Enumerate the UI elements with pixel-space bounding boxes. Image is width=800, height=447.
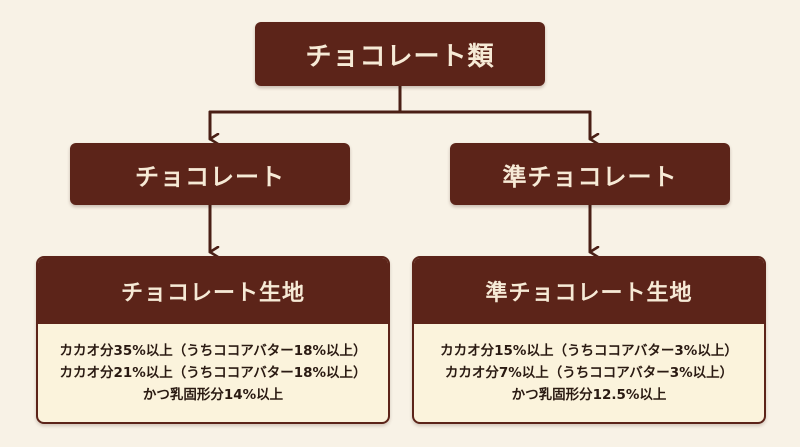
requirement-line: カカオ分35%以上（うちココアバター18%以上） bbox=[59, 343, 367, 359]
requirement-line: カカオ分21%以上（うちココアバター18%以上） bbox=[59, 365, 367, 381]
chocolate-base-requirements: カカオ分35%以上（うちココアバター18%以上） カカオ分21%以上（うちココア… bbox=[38, 324, 388, 406]
requirement-line: カカオ分7%以上（うちココアバター3%以上） bbox=[444, 365, 734, 381]
requirement-line: かつ乳固形分12.5%以上 bbox=[511, 387, 667, 403]
chocolate-node: チョコレート bbox=[70, 143, 350, 205]
semi-chocolate-base-requirements: カカオ分15%以上（うちココアバター3%以上） カカオ分7%以上（うちココアバタ… bbox=[414, 324, 764, 406]
chocolate-base-title: チョコレート生地 bbox=[38, 258, 388, 324]
semi-chocolate-base-card: 準チョコレート生地 カカオ分15%以上（うちココアバター3%以上） カカオ分7%… bbox=[412, 256, 766, 424]
root-node: チョコレート類 bbox=[255, 22, 545, 86]
semi-chocolate-base-title: 準チョコレート生地 bbox=[414, 258, 764, 324]
requirement-line: カカオ分15%以上（うちココアバター3%以上） bbox=[440, 343, 738, 359]
requirement-line: かつ乳固形分14%以上 bbox=[142, 387, 284, 403]
chocolate-base-card: チョコレート生地 カカオ分35%以上（うちココアバター18%以上） カカオ分21… bbox=[36, 256, 390, 424]
semi-chocolate-node: 準チョコレート bbox=[450, 143, 730, 205]
